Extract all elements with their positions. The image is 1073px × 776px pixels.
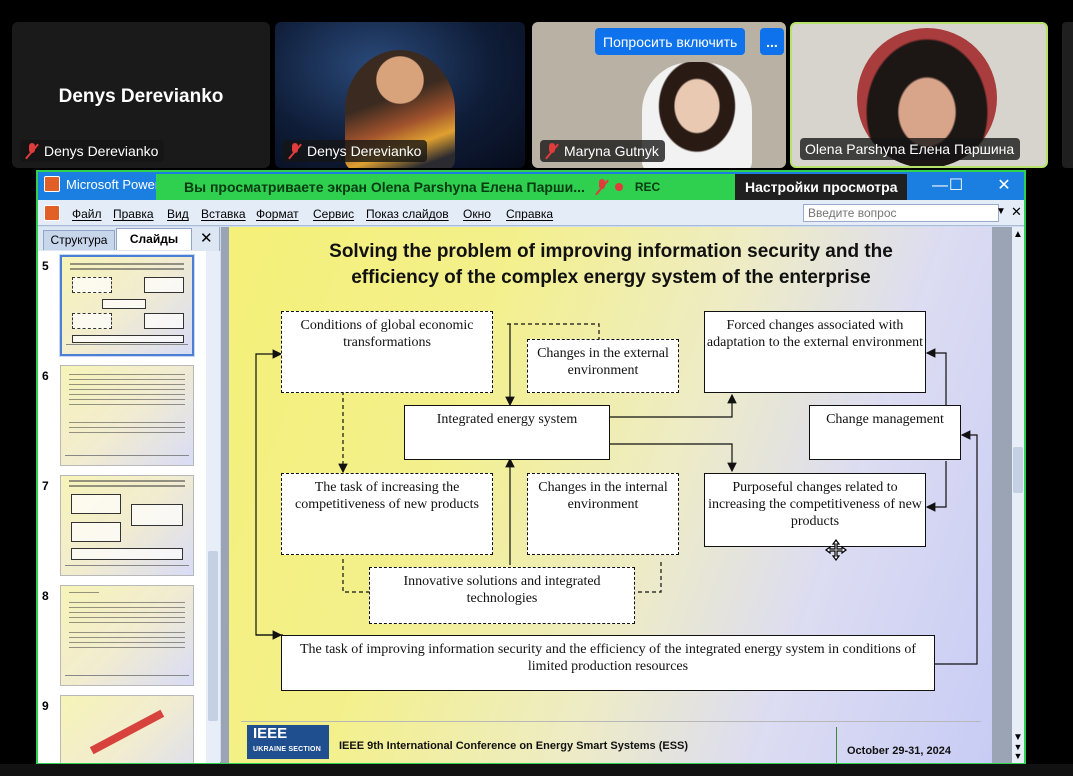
footer-divider bbox=[241, 721, 981, 722]
tab-outline[interactable]: Структура bbox=[43, 230, 115, 250]
participant-display-name: Denys Derevianko bbox=[58, 86, 224, 107]
slide-thumbnail-6[interactable] bbox=[60, 365, 194, 466]
conference-date: October 29-31, 2024 bbox=[847, 745, 951, 757]
mic-muted-icon bbox=[25, 143, 39, 159]
tab-slides[interactable]: Слайды bbox=[116, 228, 192, 250]
conference-name: IEEE 9th International Conference on Ene… bbox=[339, 740, 689, 752]
chevron-down-icon[interactable]: ▼ bbox=[996, 206, 1006, 217]
menu-insert[interactable]: Вставка bbox=[201, 207, 246, 221]
box-change-management: Change management bbox=[809, 405, 961, 460]
thumbnails-scrollbar[interactable] bbox=[206, 251, 220, 763]
box-global-transformations: Conditions of global economic transforma… bbox=[281, 311, 493, 393]
minimize-icon[interactable]: — bbox=[932, 177, 948, 194]
participant-tile-2[interactable]: Denys Derevianko bbox=[275, 22, 525, 168]
box-task-information-security: The task of improving information securi… bbox=[281, 635, 935, 691]
window-title-bar: Microsoft Power Вы просматриваете экран … bbox=[38, 172, 1024, 200]
document-icon[interactable] bbox=[44, 205, 60, 221]
meeting-toolbar-edge bbox=[0, 764, 1073, 776]
screen-share-banner: Вы просматриваете экран Olena Parshyna Е… bbox=[156, 174, 756, 200]
close-pane-icon[interactable]: ✕ bbox=[200, 230, 213, 247]
participant-name: Denys Derevianko bbox=[44, 143, 159, 159]
menu-bar: Файл Правка Вид Вставка Формат Сервис По… bbox=[38, 200, 1024, 226]
powerpoint-icon bbox=[44, 176, 60, 192]
participant-tile-4[interactable]: Olena Parshyna Елена Паршина bbox=[790, 22, 1048, 168]
ieee-logo-text: IEEE bbox=[253, 725, 288, 742]
footer-vertical-rule bbox=[836, 727, 837, 763]
participant-name: Olena Parshyna Елена Паршина bbox=[805, 141, 1015, 157]
menu-edit[interactable]: Правка bbox=[113, 207, 154, 221]
slide-scrollbar[interactable]: ▲ ▼ ▼▼ bbox=[1012, 227, 1024, 763]
box-external-changes: Changes in the external environment bbox=[527, 339, 679, 393]
box-purposeful-changes: Purposeful changes related to increasing… bbox=[704, 473, 926, 547]
slide-title: Solving the problem of improving informa… bbox=[269, 239, 953, 291]
box-integrated-energy-system: Integrated energy system bbox=[404, 405, 610, 460]
more-options-button[interactable]: ... bbox=[760, 28, 784, 55]
slide-number: 9 bbox=[42, 699, 49, 713]
app-title: Microsoft Power bbox=[44, 176, 159, 192]
slide-title-line-1: Solving the problem of improving informa… bbox=[329, 241, 893, 262]
top-bar bbox=[0, 0, 1073, 22]
menu-file[interactable]: Файл bbox=[72, 207, 102, 221]
current-slide: Solving the problem of improving informa… bbox=[229, 227, 992, 763]
ieee-logo: IEEE UKRAINE SECTION bbox=[247, 725, 329, 759]
menu-help[interactable]: Справка bbox=[506, 207, 554, 221]
slide-number: 6 bbox=[42, 369, 49, 383]
slide-thumbnail-8[interactable] bbox=[60, 585, 194, 686]
mic-muted-icon bbox=[545, 143, 559, 159]
participant-name: Maryna Gutnyk bbox=[564, 143, 659, 159]
next-slide-icon[interactable]: ▼▼ bbox=[1013, 742, 1023, 761]
participant-name-tag: Olena Parshyna Елена Паршина bbox=[800, 138, 1021, 160]
ask-to-unmute-button[interactable]: Попросить включить bbox=[595, 28, 746, 55]
participant-tile-1[interactable]: Denys Derevianko Denys Derevianko bbox=[12, 22, 270, 168]
slide-title-line-2: efficiency of the complex energy system … bbox=[351, 267, 871, 288]
box-forced-changes: Forced changes associated with adaptatio… bbox=[704, 311, 926, 393]
ieee-logo-subtext: UKRAINE SECTION bbox=[253, 746, 321, 753]
participant-name-tag: Maryna Gutnyk bbox=[540, 140, 665, 162]
record-dot-icon bbox=[614, 183, 623, 191]
menu-tools[interactable]: Сервис bbox=[313, 207, 355, 221]
maximize-icon[interactable]: ☐ bbox=[948, 177, 964, 194]
slide-number: 8 bbox=[42, 589, 49, 603]
share-banner-text: Вы просматриваете экран Olena Parshyna Е… bbox=[184, 179, 585, 195]
move-cursor-icon bbox=[825, 539, 847, 561]
menu-slideshow[interactable]: Показ слайдов bbox=[366, 207, 449, 221]
slide-thumbnail-5[interactable] bbox=[60, 255, 194, 356]
recording-label: REC bbox=[634, 180, 661, 194]
view-settings-button[interactable]: Настройки просмотра bbox=[735, 174, 908, 200]
close-document-icon[interactable]: ✕ bbox=[1011, 204, 1022, 219]
menu-window[interactable]: Окно bbox=[463, 207, 491, 221]
close-icon[interactable]: ✕ bbox=[997, 177, 1011, 194]
mic-muted-icon bbox=[595, 179, 609, 195]
slide-thumbnails: 5 6 7 bbox=[38, 251, 206, 763]
box-innovative-solutions: Innovative solutions and integrated tech… bbox=[369, 567, 635, 624]
slide-number: 5 bbox=[42, 259, 49, 273]
help-search-input[interactable] bbox=[803, 204, 999, 222]
participant-name: Denys Derevianko bbox=[307, 143, 422, 159]
participant-name-tag: Denys Derevianko bbox=[20, 140, 165, 162]
slide-thumbnail-9[interactable] bbox=[60, 695, 194, 763]
slides-pane: Структура Слайды ✕ 5 6 7 bbox=[38, 227, 220, 763]
app-title-text: Microsoft Power bbox=[66, 176, 160, 192]
box-task-competitiveness: The task of increasing the competitivene… bbox=[281, 473, 493, 555]
slide-thumbnail-7[interactable] bbox=[60, 475, 194, 576]
slide-number: 7 bbox=[42, 479, 49, 493]
shared-screen-window: Microsoft Power Вы просматриваете экран … bbox=[36, 170, 1026, 764]
mic-muted-icon bbox=[288, 143, 302, 159]
menu-view[interactable]: Вид bbox=[167, 207, 189, 221]
scroll-up-icon[interactable]: ▲ bbox=[1013, 229, 1023, 240]
box-internal-changes: Changes in the internal environment bbox=[527, 473, 679, 555]
menu-format[interactable]: Формат bbox=[256, 207, 299, 221]
gallery-next-edge[interactable] bbox=[1062, 22, 1073, 168]
diagram-connectors bbox=[255, 323, 978, 665]
participant-name-tag: Denys Derevianko bbox=[283, 140, 428, 162]
scrollbar-thumb[interactable] bbox=[1013, 447, 1023, 493]
scroll-down-icon[interactable]: ▼ bbox=[1013, 732, 1023, 743]
slide-editing-area: Solving the problem of improving informa… bbox=[221, 227, 1012, 763]
